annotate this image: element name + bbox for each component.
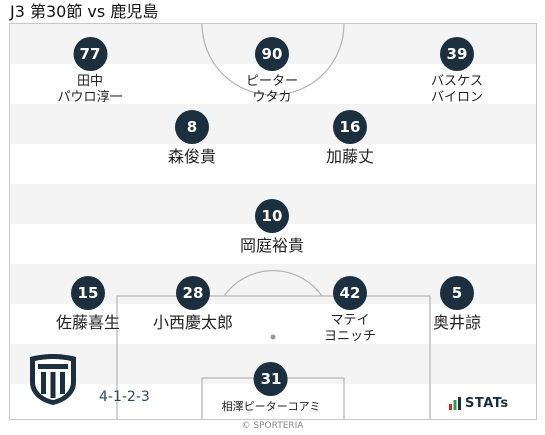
player-16[interactable]: 16 加藤丈	[326, 110, 374, 166]
player-name-line: ウタカ	[252, 90, 292, 105]
player-8[interactable]: 8 森俊貴	[168, 110, 216, 166]
copyright-text: © SPORTERIA	[241, 421, 304, 431]
player-31[interactable]: 31 相澤ピーターコアミ	[221, 362, 321, 414]
player-name: 相澤ピーターコアミ	[221, 400, 321, 413]
player-name: 田中 パウロ淳一	[57, 74, 122, 106]
penalty-spot	[270, 334, 276, 340]
player-10[interactable]: 10 岡庭裕貴	[240, 199, 304, 255]
player-number-badge: 42	[332, 276, 367, 310]
player-name: ピーター ウタカ	[246, 74, 298, 106]
player-42[interactable]: 42 マテイ ヨニッチ	[324, 276, 376, 345]
player-name-line: パウロ淳一	[57, 90, 123, 105]
pitch-stripe	[10, 144, 536, 184]
player-name: 加藤丈	[325, 147, 375, 166]
pitch-stripe	[10, 104, 536, 144]
player-name-line: マテイ	[330, 313, 370, 328]
player-90[interactable]: 90 ピーター ウタカ	[246, 37, 298, 106]
player-number-badge: 31	[254, 362, 288, 396]
player-number-badge: 16	[332, 110, 367, 144]
player-name-line: 田中	[76, 74, 104, 89]
player-name-line: ヨニッチ	[323, 329, 377, 344]
center-circle-arc	[201, 24, 345, 96]
player-name: 奥井諒	[432, 313, 482, 332]
player-name: 岡庭裕貴	[239, 236, 305, 255]
penalty-arc	[223, 270, 323, 297]
penalty-area	[116, 295, 431, 419]
player-name: バスケス バイロン	[431, 74, 483, 106]
formation-label: 4-1-2-3	[99, 389, 150, 405]
player-77[interactable]: 77 田中 パウロ淳一	[57, 37, 123, 106]
player-15[interactable]: 15 佐藤喜生	[56, 276, 120, 332]
player-name-line: バスケス	[430, 74, 484, 89]
player-name-line: バイロン	[430, 90, 484, 105]
player-39[interactable]: 39 バスケス バイロン	[431, 37, 483, 106]
pitch-lines	[116, 24, 431, 419]
player-number-badge: 15	[70, 276, 105, 310]
player-name-line: ピーター	[245, 74, 299, 89]
stats-label: STATs	[465, 395, 509, 411]
player-name: 小西慶太郎	[152, 313, 234, 332]
player-28[interactable]: 28 小西慶太郎	[153, 276, 233, 332]
match-title: J3 第30節 vs 鹿児島	[10, 2, 159, 21]
player-number-badge: 90	[254, 37, 289, 71]
player-number-badge: 5	[439, 276, 474, 310]
player-name: マテイ ヨニッチ	[324, 313, 376, 345]
player-number-badge: 77	[72, 37, 107, 71]
player-number-badge: 28	[175, 276, 210, 310]
team-crest-icon	[26, 352, 80, 406]
player-name: 佐藤喜生	[55, 313, 121, 332]
stats-logo: STATs	[448, 394, 509, 412]
stats-bar-chart-icon	[449, 397, 461, 410]
player-number-badge: 39	[439, 37, 474, 71]
player-number-badge: 10	[254, 199, 289, 233]
player-number-badge: 8	[174, 110, 209, 144]
player-name: 森俊貴	[167, 147, 217, 166]
player-5[interactable]: 5 奥井諒	[433, 276, 481, 332]
